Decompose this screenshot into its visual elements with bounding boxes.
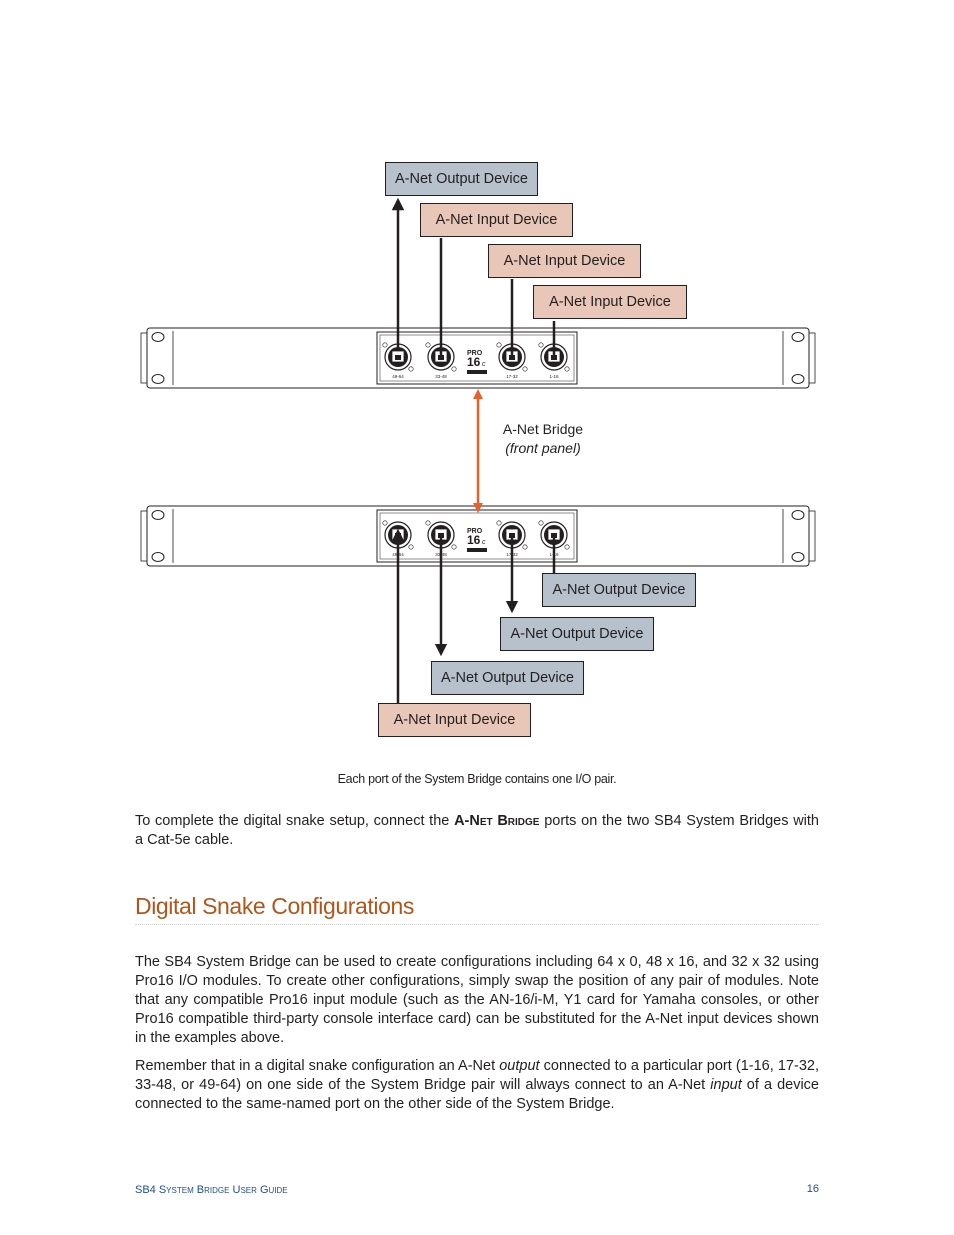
panel-brand: PRO: [467, 528, 483, 535]
device-box-input: A-Net Input Device: [420, 203, 573, 237]
panel-brand: PRO: [467, 350, 483, 357]
top-system-bridge: 49-64 33-48 17-32 1-16 PRO 16 c: [140, 327, 816, 389]
intro-term: A-Net Bridge: [454, 813, 540, 829]
system-bridge-diagram: 49-64 33-48 17-32 1-16 PRO 16 c 49-64 33…: [140, 197, 816, 703]
page-number: 16: [806, 1183, 819, 1195]
device-box-output: A-Net Output Device: [385, 162, 538, 196]
body-text: of a device connected to the same-named …: [135, 1077, 819, 1112]
section-title: Digital Snake Configurations: [135, 893, 415, 919]
body-emphasis: output: [499, 1058, 540, 1074]
device-box-input: A-Net Input Device: [533, 285, 687, 319]
port-label: 17-32: [506, 374, 518, 379]
footer-title: SB4 System Bridge User Guide: [135, 1184, 288, 1196]
body-emphasis: input: [710, 1077, 742, 1093]
bridge-label: A-Net Bridge (front panel): [490, 420, 596, 458]
device-box-input: A-Net Input Device: [378, 703, 531, 737]
port-label: 49-64: [392, 374, 404, 379]
panel-model-suffix: c: [482, 539, 486, 546]
figure-caption: Each port of the System Bridge contains …: [337, 772, 617, 786]
device-box-output: A-Net Output Device: [500, 617, 654, 651]
panel-model-suffix: c: [482, 361, 486, 368]
device-box-input: A-Net Input Device: [488, 244, 641, 278]
intro-text: To complete the digital snake setup, con…: [135, 813, 455, 829]
port-label: 1-16: [549, 374, 559, 379]
bridge-label-title: A-Net Bridge: [502, 421, 584, 437]
device-box-output: A-Net Output Device: [542, 573, 696, 607]
body-text: connected to a particular port (1-16, 17…: [135, 1058, 819, 1093]
anet-logo: [467, 548, 487, 552]
section-divider: [135, 924, 819, 925]
body-paragraph: The SB4 System Bridge can be used to cre…: [135, 954, 819, 1046]
device-box-output: A-Net Output Device: [431, 661, 584, 695]
panel-model: 16: [467, 355, 481, 369]
intro-text: ports on the two SB4 System Bridges with…: [135, 813, 819, 848]
bottom-system-bridge: 49-64 33-48 17-32 1-16 PRO 16 c: [140, 505, 816, 567]
body-text: Remember that in a digital snake configu…: [135, 1058, 500, 1074]
body-paragraph: Remember that in a digital snake configu…: [135, 1057, 819, 1114]
intro-paragraph: To complete the digital snake setup, con…: [135, 812, 819, 850]
anet-logo: [467, 370, 487, 374]
panel-model: 16: [467, 533, 481, 547]
port-label: 33-48: [435, 374, 447, 379]
bridge-label-sub: (front panel): [505, 440, 581, 456]
